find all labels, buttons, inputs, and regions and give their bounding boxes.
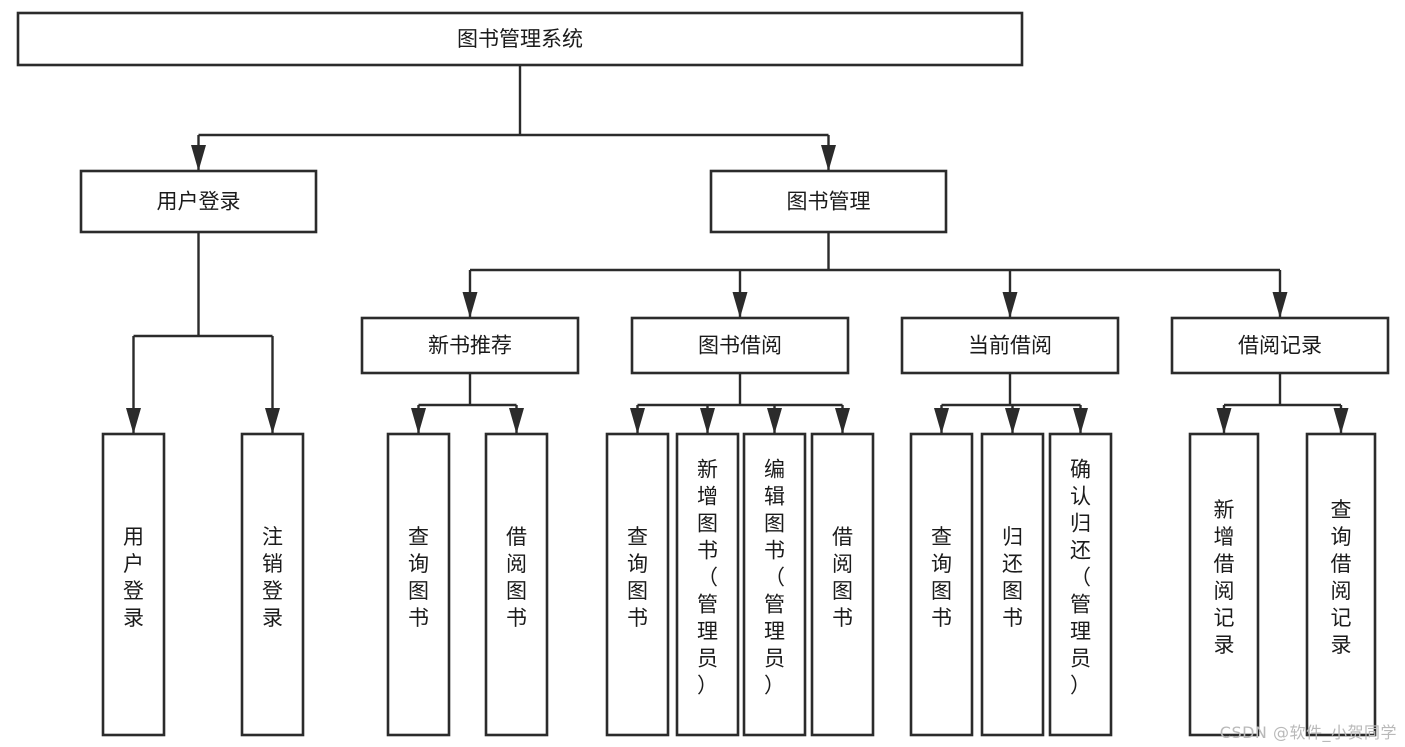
node-user-login-label: 用户登录: [157, 190, 241, 214]
connector-lines: [126, 65, 1349, 434]
leaf-leaf-edit-book[interactable]: 编辑图书（管理员）: [742, 432, 807, 737]
book-borrow-leaves-arrow-1: [700, 408, 715, 434]
node-book-manage-box: [709, 169, 948, 234]
book-borrow-leaves-arrow-3: [835, 408, 850, 434]
leaf-leaf-return-book-box: [980, 432, 1045, 737]
leaf-leaf-borrow-book-2-label: 借阅图书: [832, 525, 853, 630]
leaf-leaf-edit-book-label: 编辑图书（管理员）: [764, 458, 785, 698]
leaf-leaf-query-record[interactable]: 查询借阅记录: [1305, 432, 1377, 737]
current-borrow-leaves-arrow-2: [1073, 408, 1088, 434]
node-new-book-recommend-box: [360, 316, 580, 375]
node-root-box: [16, 11, 1024, 67]
csdn-watermark: CSDN @软件_小贺同学: [1219, 723, 1397, 742]
leaf-leaf-confirm-return-box: [1048, 432, 1113, 737]
leaf-leaf-confirm-return-label: 确认归还（管理员）: [1070, 458, 1091, 698]
leaf-leaf-add-book-label: 新增图书（管理员）: [697, 458, 718, 698]
book-manage-arrow-2: [1002, 292, 1018, 318]
node-root[interactable]: 图书管理系统: [16, 11, 1024, 67]
node-root-label: 图书管理系统: [457, 27, 583, 51]
user-login-leaves-arrow-1: [265, 408, 280, 434]
leaf-leaf-query-book-2-box: [605, 432, 670, 737]
leaf-leaf-borrow-book-1-box: [484, 432, 549, 737]
node-new-book-recommend[interactable]: 新书推荐: [360, 316, 580, 375]
leaf-leaf-user-logout[interactable]: 注销登录: [240, 432, 305, 737]
leaf-leaf-query-book-1-label: 查询图书: [408, 525, 429, 630]
root-arrow-0: [191, 145, 206, 171]
current-borrow-leaves-arrow-0: [934, 408, 949, 434]
book-borrow-leaves-arrow-0: [630, 408, 645, 434]
leaf-leaf-add-book[interactable]: 新增图书（管理员）: [675, 432, 740, 737]
leaf-leaf-confirm-return[interactable]: 确认归还（管理员）: [1048, 432, 1113, 737]
root-arrow-1: [821, 145, 836, 171]
leaf-leaf-add-record[interactable]: 新增借阅记录: [1188, 432, 1260, 737]
leaf-leaf-return-book-label: 归还图书: [1002, 525, 1023, 630]
leaf-leaf-borrow-book-1-label: 借阅图书: [506, 525, 527, 630]
leaf-leaf-borrow-book-2[interactable]: 借阅图书: [810, 432, 875, 737]
book-manage-arrow-3: [1272, 292, 1288, 318]
leaf-leaf-user-login-box: [101, 432, 166, 737]
node-new-book-recommend-label: 新书推荐: [428, 334, 512, 358]
leaf-leaf-query-book-3-box: [909, 432, 974, 737]
new-book-recommend-leaves-arrow-1: [509, 408, 524, 434]
leaf-leaf-query-record-label: 查询借阅记录: [1331, 498, 1352, 657]
user-login-leaves-arrow-0: [126, 408, 141, 434]
node-book-borrow-label: 图书借阅: [698, 334, 782, 358]
node-borrow-record-label: 借阅记录: [1238, 334, 1322, 358]
leaf-leaf-query-record-box: [1305, 432, 1377, 737]
node-book-manage-label: 图书管理: [787, 190, 871, 214]
borrow-record-leaves-arrow-0: [1216, 408, 1232, 434]
leaf-leaf-query-book-3[interactable]: 查询图书: [909, 432, 974, 737]
node-current-borrow-label: 当前借阅: [968, 334, 1052, 358]
leaf-leaf-add-record-label: 新增借阅记录: [1214, 498, 1235, 657]
leaf-leaf-borrow-book-1[interactable]: 借阅图书: [484, 432, 549, 737]
book-manage-arrow-0: [462, 292, 478, 318]
leaf-leaf-user-login[interactable]: 用户登录: [101, 432, 166, 737]
leaf-leaf-query-book-2-label: 查询图书: [627, 525, 648, 630]
borrow-record-leaves-arrow-1: [1333, 408, 1349, 434]
node-user-login-box: [79, 169, 318, 234]
leaf-leaf-user-logout-label: 注销登录: [262, 525, 283, 630]
node-user-login[interactable]: 用户登录: [79, 169, 318, 234]
node-book-borrow-box: [630, 316, 850, 375]
leaf-leaf-query-book-2[interactable]: 查询图书: [605, 432, 670, 737]
leaf-leaf-query-book-1-box: [386, 432, 451, 737]
node-book-borrow[interactable]: 图书借阅: [630, 316, 850, 375]
node-boxes: 图书管理系统用户登录图书管理新书推荐图书借阅当前借阅借阅记录用户登录注销登录查询…: [16, 11, 1390, 737]
node-current-borrow[interactable]: 当前借阅: [900, 316, 1120, 375]
leaf-leaf-edit-book-box: [742, 432, 807, 737]
leaf-leaf-query-book-1[interactable]: 查询图书: [386, 432, 451, 737]
current-borrow-leaves-arrow-1: [1005, 408, 1020, 434]
node-current-borrow-box: [900, 316, 1120, 375]
leaf-leaf-add-record-box: [1188, 432, 1260, 737]
leaf-leaf-query-book-3-label: 查询图书: [931, 525, 952, 630]
node-book-manage[interactable]: 图书管理: [709, 169, 948, 234]
leaf-leaf-return-book[interactable]: 归还图书: [980, 432, 1045, 737]
leaf-leaf-user-login-label: 用户登录: [123, 525, 144, 630]
leaf-leaf-user-logout-box: [240, 432, 305, 737]
leaf-leaf-borrow-book-2-box: [810, 432, 875, 737]
node-borrow-record-box: [1170, 316, 1390, 375]
book-manage-arrow-1: [732, 292, 748, 318]
node-borrow-record[interactable]: 借阅记录: [1170, 316, 1390, 375]
book-borrow-leaves-arrow-2: [767, 408, 782, 434]
new-book-recommend-leaves-arrow-0: [411, 408, 426, 434]
leaf-leaf-add-book-box: [675, 432, 740, 737]
